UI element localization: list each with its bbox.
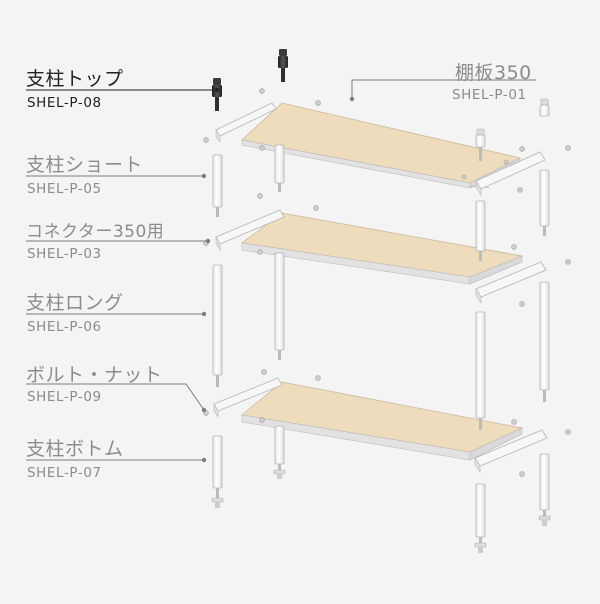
leader-shelf (351, 79, 536, 98)
connector-bar-right-top (475, 151, 546, 197)
post-top-front-right-white (475, 128, 486, 161)
post-short-back-left (274, 144, 285, 192)
post-long-front-right (475, 311, 486, 430)
connector-bar-left-bottom (213, 377, 283, 419)
post-top-cap-dark-left (212, 78, 222, 111)
post-bottom-front-right (474, 483, 487, 553)
label-post-long-name: 支柱ロング (26, 292, 124, 314)
post-top-cap-dark-center (278, 49, 288, 82)
label-post-top-name: 支柱トップ (26, 68, 124, 90)
post-long-back-left (274, 252, 285, 360)
post-long-left (212, 264, 223, 387)
leader-bolt (26, 383, 205, 411)
post-bottom-left (211, 435, 224, 508)
label-post-bottom-name: 支柱ボトム (26, 438, 124, 460)
post-long-far-right (539, 281, 550, 402)
post-short-far-right (539, 169, 550, 236)
leader-lines (26, 79, 536, 461)
label-post-long-code: SHEL-P-06 (27, 319, 102, 335)
post-top-far-right-white (539, 98, 550, 117)
post-short-front-right (475, 200, 486, 261)
label-connector-code: SHEL-P-03 (27, 246, 102, 262)
connector-bar-right-middle (475, 261, 547, 305)
label-shelf-code: SHEL-P-01 (452, 87, 527, 103)
label-connector-name: コネクター350用 (26, 222, 165, 242)
label-post-short-code: SHEL-P-05 (27, 181, 102, 197)
post-short-left (212, 154, 223, 217)
post-bottom-far-right (538, 453, 551, 526)
connector-bar-right-bottom (474, 429, 548, 474)
shelf-board-bottom (241, 381, 524, 461)
label-post-bottom-code: SHEL-P-07 (27, 465, 102, 481)
shelf-board-middle (240, 212, 524, 285)
label-post-top-code: SHEL-P-08 (27, 95, 102, 111)
connector-bar-left-top (215, 102, 277, 143)
label-bolt-name: ボルト・ナット (26, 364, 163, 386)
leader-dots (201, 87, 355, 463)
connector-bar-left-middle (215, 209, 285, 252)
label-shelf-name: 棚板350 (455, 62, 532, 84)
post-bottom-back-left (273, 425, 286, 479)
label-bolt-code: SHEL-P-09 (27, 389, 102, 405)
label-post-short-name: 支柱ショート (26, 154, 144, 176)
